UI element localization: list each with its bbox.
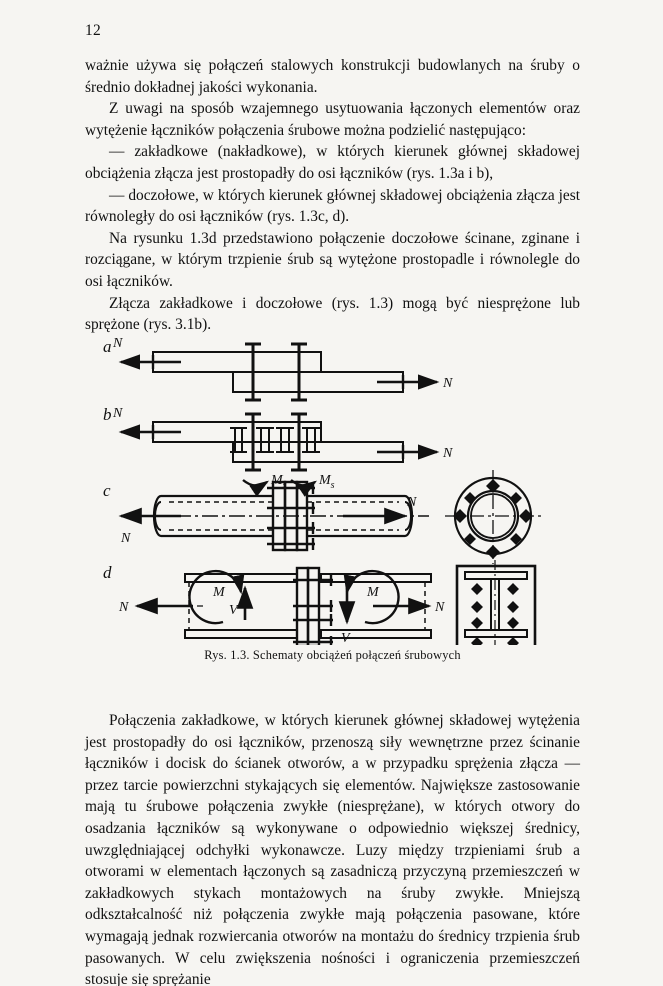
force-label-d-right: N xyxy=(434,600,445,615)
page-number: 12 xyxy=(85,22,101,39)
paragraph-5: Na rysunku 1.3d przedstawiono połączenie… xyxy=(85,229,580,290)
force-label-d-left: N xyxy=(118,600,129,615)
moment-label-d-right: M xyxy=(366,585,380,600)
force-label-a-right: N xyxy=(442,376,453,391)
panel-label-b: b xyxy=(103,405,112,424)
figure-1-3: a N N xyxy=(85,330,580,675)
panel-label-c: c xyxy=(103,481,111,500)
paragraph-3: — zakładkowe (nakładkowe), w których kie… xyxy=(85,143,580,182)
flange-end-view xyxy=(445,470,541,564)
paragraph-1: ważnie używa się połączeń stalowych kons… xyxy=(85,57,580,96)
shear-label-d-right: V xyxy=(341,631,351,645)
moment-label-b-2: Ms xyxy=(318,473,335,491)
force-label-c-left: N xyxy=(120,531,131,546)
figure-diagram: a N N xyxy=(103,336,541,645)
paragraph-2: Z uwagi na sposób wzajemnego usytuowania… xyxy=(85,100,580,139)
endplate-bolt-layout xyxy=(455,560,537,645)
moment-label-d-left: M xyxy=(212,585,226,600)
force-label-c-right: N xyxy=(406,495,417,510)
force-label-a-left: N xyxy=(112,336,123,351)
paragraph-4: — doczołowe, w których kierunek głównej … xyxy=(85,186,580,226)
force-label-b-left: N xyxy=(112,406,123,421)
panel-label-d: d xyxy=(103,563,112,582)
panel-label-a: a xyxy=(103,337,112,356)
paragraph-bottom-1: Połączenia zakładkowe, w których kierune… xyxy=(85,712,580,986)
top-text-block: ważnie używa się połączeń stalowych kons… xyxy=(85,55,580,336)
bottom-text-block: Połączenia zakładkowe, w których kierune… xyxy=(85,710,580,986)
force-label-b-right: N xyxy=(442,446,453,461)
figure-caption: Rys. 1.3. Schematy obciążeń połączeń śru… xyxy=(204,648,461,662)
paragraph-6: Złącza zakładkowe i doczołowe (rys. 1.3)… xyxy=(85,294,580,334)
shear-label-d-left: V xyxy=(229,603,239,618)
